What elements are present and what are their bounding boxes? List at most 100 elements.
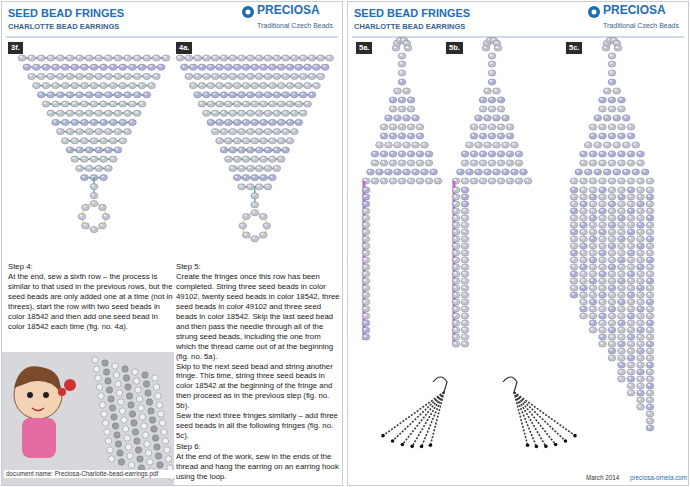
- seed-bead: [203, 110, 211, 116]
- bead-highlight: [600, 223, 603, 225]
- seed-bead: [380, 133, 388, 139]
- seed-bead: [389, 160, 397, 166]
- bead-highlight: [629, 321, 632, 323]
- seed-bead: [99, 223, 107, 229]
- bead-highlight: [248, 148, 251, 150]
- seed-bead: [225, 138, 233, 144]
- bead-highlight: [591, 179, 594, 181]
- photo-bead: [149, 417, 155, 423]
- seed-bead: [589, 250, 597, 256]
- seed-bead: [479, 160, 487, 166]
- seed-bead: [599, 306, 607, 312]
- bead-highlight: [34, 65, 37, 67]
- seed-bead: [37, 92, 45, 98]
- bead-highlight: [619, 98, 622, 100]
- bead-highlight: [58, 75, 61, 77]
- seed-bead: [114, 73, 122, 79]
- figure-number: 5a.: [356, 42, 372, 54]
- seed-bead: [295, 101, 303, 107]
- bead-highlight: [463, 223, 466, 225]
- bead-highlight: [222, 148, 225, 150]
- bead-highlight: [629, 244, 632, 246]
- bead-highlight: [454, 342, 457, 344]
- bead-highlight: [600, 251, 603, 253]
- photo-bead: [118, 459, 124, 465]
- bead-highlight: [463, 272, 466, 274]
- bead-highlight: [364, 335, 367, 337]
- seed-bead: [398, 133, 406, 139]
- bead-highlight: [213, 130, 216, 132]
- bead-highlight: [116, 130, 119, 132]
- seed-bead: [362, 222, 370, 228]
- bead-highlight: [191, 65, 194, 67]
- seed-bead: [627, 133, 635, 139]
- seed-bead: [247, 55, 255, 61]
- bead-highlight: [572, 286, 575, 288]
- seed-bead: [599, 160, 607, 166]
- seed-bead: [76, 55, 84, 61]
- seed-bead: [119, 101, 127, 107]
- bead-highlight: [116, 148, 119, 150]
- bead-highlight: [314, 84, 317, 86]
- bead-highlight: [629, 258, 632, 260]
- bead-highlight: [591, 321, 594, 323]
- bead-highlight: [463, 230, 466, 232]
- bead-highlight: [572, 279, 575, 281]
- bead-highlight: [20, 56, 23, 58]
- seed-bead: [637, 306, 645, 312]
- bead-highlight: [217, 139, 220, 141]
- seed-bead: [100, 175, 108, 181]
- bead-highlight: [101, 176, 104, 178]
- seed-bead: [260, 83, 268, 89]
- seed-bead: [371, 151, 379, 157]
- bead-highlight: [629, 209, 632, 211]
- seed-bead: [637, 383, 645, 389]
- seed-bead: [470, 160, 478, 166]
- seed-bead: [229, 92, 237, 98]
- bead-highlight: [499, 134, 502, 136]
- seed-bead: [637, 369, 645, 375]
- bead-highlight: [503, 143, 506, 145]
- bead-highlight: [106, 130, 109, 132]
- bead-highlight: [77, 93, 80, 95]
- earring-bead: [535, 445, 539, 449]
- bead-highlight: [648, 321, 651, 323]
- seed-bead: [99, 204, 107, 210]
- bead-highlight: [248, 75, 251, 77]
- bead-highlight: [481, 152, 484, 154]
- seed-bead: [627, 306, 635, 312]
- seed-bead: [216, 119, 224, 125]
- seed-bead: [599, 229, 607, 235]
- photo-bead: [102, 360, 108, 366]
- seed-bead: [220, 55, 228, 61]
- bead-patterns: [18, 37, 654, 431]
- bead-highlight: [140, 84, 143, 86]
- bead-highlight: [619, 314, 622, 316]
- bead-highlight: [499, 152, 502, 154]
- bead-highlight: [83, 206, 86, 208]
- bead-highlight: [182, 65, 185, 67]
- bead-highlight: [581, 293, 584, 295]
- bead-highlight: [239, 130, 242, 132]
- seed-bead: [194, 73, 202, 79]
- seed-bead: [362, 313, 370, 319]
- bead-highlight: [600, 161, 603, 163]
- seed-bead: [608, 194, 616, 200]
- seed-bead: [129, 119, 137, 125]
- bead-highlight: [226, 65, 229, 67]
- bead-highlight: [275, 167, 278, 169]
- seed-bead: [76, 129, 84, 135]
- bead-highlight: [266, 167, 269, 169]
- bead-highlight: [187, 75, 190, 77]
- bead-highlight: [279, 84, 282, 86]
- bead-highlight: [58, 93, 61, 95]
- seed-bead: [119, 119, 127, 125]
- seed-bead: [299, 73, 307, 79]
- bead-highlight: [610, 195, 613, 197]
- seed-bead: [255, 129, 263, 135]
- bead-highlight: [629, 286, 632, 288]
- seed-bead: [389, 151, 397, 157]
- bead-highlight: [638, 342, 641, 344]
- seed-bead: [37, 55, 45, 61]
- seed-bead: [389, 133, 397, 139]
